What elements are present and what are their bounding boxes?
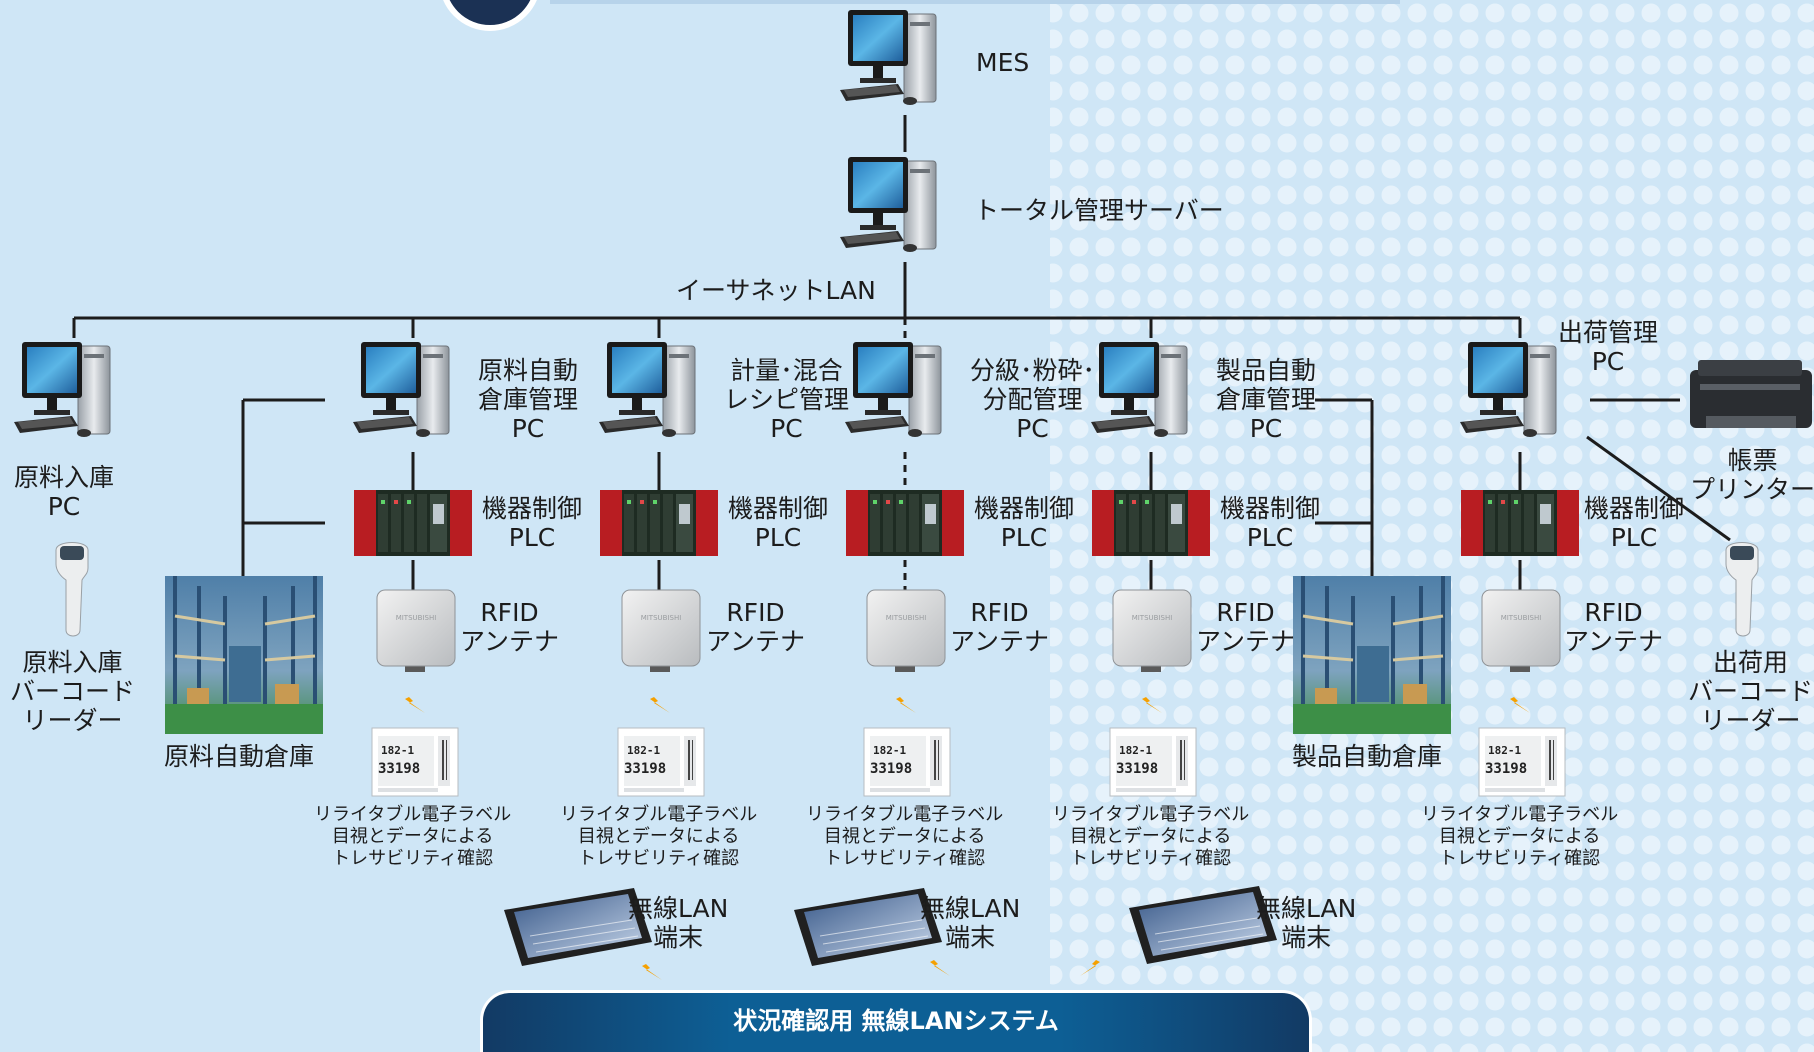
plc-label: 機器制御 PLC	[974, 494, 1075, 552]
mes-pc-icon	[839, 9, 937, 106]
raw-input-pc-label: 原料入庫 PC	[14, 463, 115, 521]
raw-warehouse-pc-label: 原料自動 倉庫管理 PC	[478, 356, 579, 443]
plc-icon	[354, 490, 472, 556]
grinding-pc-label: 分級･粉砕･ 分配管理 PC	[970, 356, 1096, 443]
pc-icon	[13, 341, 111, 438]
plc-label: 機器制御 PLC	[1584, 494, 1685, 552]
rfid-label: RFID アンテナ	[460, 598, 560, 656]
svg-text:33198: 33198	[378, 761, 420, 777]
ethernet-lan-label: イーサネットLAN	[676, 276, 876, 305]
rfid-label: RFID アンテナ	[706, 598, 806, 656]
svg-text:182-1: 182-1	[627, 744, 660, 757]
product-warehouse-label: 製品自動倉庫	[1292, 742, 1443, 771]
e-label-caption: リライタブル電子ラベル 目視とデータによる トレサビリティ確認	[1421, 804, 1619, 869]
rfid-label: RFID アンテナ	[1564, 598, 1664, 656]
svg-text:182-1: 182-1	[1119, 744, 1152, 757]
pc-icon	[598, 341, 696, 438]
plc-icon	[846, 490, 964, 556]
plc-label: 機器制御 PLC	[482, 494, 583, 552]
pc-icon	[1459, 341, 1557, 438]
rfid-label: RFID アンテナ	[950, 598, 1050, 656]
product-warehouse-photo	[1291, 574, 1453, 736]
shipping-reader-label: 出荷用 バーコード リーダー	[1688, 648, 1814, 735]
rfid-label: RFID アンテナ	[1196, 598, 1296, 656]
raw-input-reader-label: 原料入庫 バーコード リーダー	[10, 648, 136, 735]
rfid-antenna-icon	[621, 589, 701, 673]
server-pc-icon	[839, 156, 937, 253]
connection-lines	[72, 115, 1731, 590]
svg-text:182-1: 182-1	[1488, 744, 1521, 757]
rfid-antenna-icon	[866, 589, 946, 673]
e-label-caption: リライタブル電子ラベル 目視とデータによる トレサビリティ確認	[314, 804, 512, 869]
printer-label: 帳票 プリンター	[1690, 446, 1814, 504]
rfid-antenna-icon	[376, 589, 456, 673]
wireless-system-banner: 状況確認用 無線LANシステム	[480, 990, 1312, 1052]
raw-warehouse-label: 原料自動倉庫	[164, 742, 315, 771]
printer-icon	[1690, 360, 1812, 428]
wireless-terminal-label: 無線LAN 端末	[628, 894, 729, 952]
shipping-pc-label: 出荷管理 PC	[1558, 318, 1659, 376]
mes-label: MES	[976, 48, 1030, 77]
svg-text:33198: 33198	[1485, 761, 1527, 777]
e-label-readings: 182-1 33198 182-1 33198 182-1 33198 182-…	[378, 744, 1527, 777]
pc-icon	[1090, 341, 1188, 438]
svg-text:33198: 33198	[870, 761, 912, 777]
svg-text:33198: 33198	[624, 761, 666, 777]
svg-text:182-1: 182-1	[873, 744, 906, 757]
svg-text:33198: 33198	[1116, 761, 1158, 777]
plc-icon	[600, 490, 718, 556]
e-label-caption: リライタブル電子ラベル 目視とデータによる トレサビリティ確認	[806, 804, 1004, 869]
e-label-caption: リライタブル電子ラベル 目視とデータによる トレサビリティ確認	[560, 804, 758, 869]
raw-warehouse-photo	[163, 574, 325, 736]
e-label-caption: リライタブル電子ラベル 目視とデータによる トレサビリティ確認	[1052, 804, 1250, 869]
wireless-terminal-label: 無線LAN 端末	[1256, 894, 1357, 952]
plc-icon	[1092, 490, 1210, 556]
rfid-antenna-icon	[1481, 589, 1561, 673]
plc-icon	[1461, 490, 1579, 556]
product-warehouse-pc-label: 製品自動 倉庫管理 PC	[1216, 356, 1317, 443]
plc-label: 機器制御 PLC	[728, 494, 829, 552]
server-label: トータル管理サーバー	[974, 196, 1224, 225]
svg-text:182-1: 182-1	[381, 744, 414, 757]
pc-icon	[352, 341, 450, 438]
recipe-pc-label: 計量･混合 レシピ管理 PC	[724, 356, 850, 443]
wireless-terminal-label: 無線LAN 端末	[920, 894, 1021, 952]
rfid-antenna-icon	[1112, 589, 1192, 673]
pc-icon	[844, 341, 942, 438]
plc-label: 機器制御 PLC	[1220, 494, 1321, 552]
